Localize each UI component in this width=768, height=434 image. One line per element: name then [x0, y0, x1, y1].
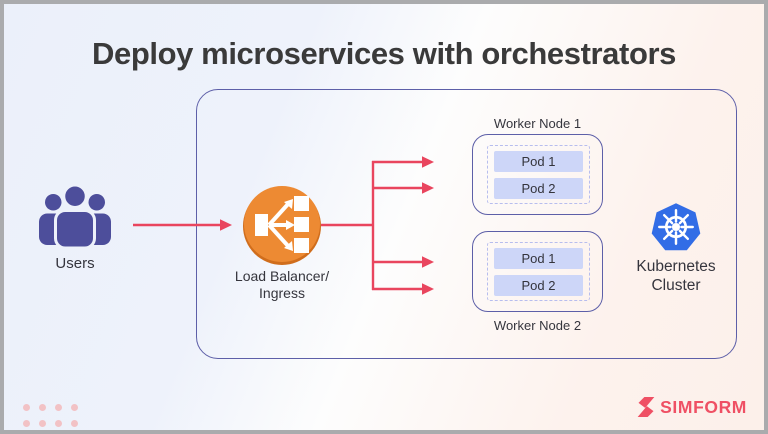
- page-title: Deploy microservices with orchestrators: [92, 35, 676, 71]
- dot-grid-decoration: [23, 404, 78, 427]
- users-icon: [39, 183, 111, 248]
- worker-node-2-pod-area: Pod 1 Pod 2: [487, 242, 590, 301]
- worker-node-2-label: Worker Node 2: [493, 318, 582, 333]
- pod: Pod 2: [494, 275, 583, 296]
- load-balancer-label: Load Balancer/ Ingress: [217, 268, 347, 302]
- kubernetes-label-line2: Cluster: [651, 277, 701, 294]
- simform-logo-icon: [637, 397, 655, 417]
- pod: Pod 1: [494, 248, 583, 269]
- worker-node-2-box: Pod 1 Pod 2: [472, 231, 603, 312]
- worker-node-1-label: Worker Node 1: [493, 116, 582, 131]
- arrow-to-node2-pod2: [372, 283, 434, 295]
- simform-logo: SIMFORM: [636, 395, 747, 419]
- kubernetes-cluster-label: Kubernetes Cluster: [616, 257, 736, 295]
- pod: Pod 1: [494, 151, 583, 172]
- simform-logo-text: SIMFORM: [660, 396, 747, 417]
- load-balancer-label-line1: Load Balancer/: [234, 268, 330, 284]
- arrow-users-to-lb: [133, 219, 232, 231]
- pod: Pod 2: [494, 178, 583, 199]
- kubernetes-icon: [651, 203, 701, 251]
- worker-node-1-box: Pod 1 Pod 2: [472, 134, 603, 215]
- load-balancer-icon: [243, 186, 321, 265]
- arrow-to-node1-pod1: [372, 156, 434, 168]
- arrow-to-node2-pod1: [372, 256, 434, 268]
- load-balancer-label-line2: Ingress: [259, 285, 305, 301]
- worker-node-1-pod-area: Pod 1 Pod 2: [487, 145, 590, 204]
- users-label: Users: [55, 255, 95, 272]
- kubernetes-label-line1: Kubernetes: [636, 258, 716, 275]
- arrow-to-node1-pod2: [372, 182, 434, 194]
